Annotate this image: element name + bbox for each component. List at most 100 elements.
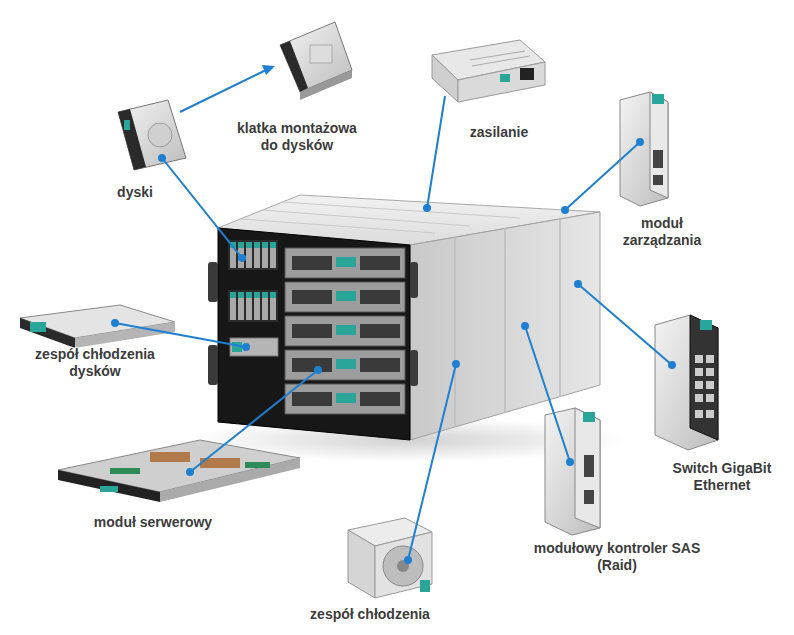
chassis-part-part — [246, 242, 252, 248]
switch-module-part-part — [706, 381, 714, 389]
part-label: moduł serwerowy — [73, 514, 233, 531]
chassis-part-part — [285, 384, 405, 414]
leader-lines-part — [427, 96, 445, 208]
leader-lines-part — [562, 207, 568, 213]
chassis-part — [240, 202, 520, 233]
switch-module-part-part — [695, 394, 703, 402]
sas-controller-part — [584, 455, 594, 477]
chassis-part — [230, 242, 276, 320]
management-module-part — [653, 150, 663, 168]
sas-controller-part — [583, 412, 595, 422]
cooling-unit-part — [348, 530, 375, 598]
chassis-part-part — [228, 290, 278, 322]
leader-lines-part — [239, 255, 245, 261]
switch-module-part — [655, 315, 718, 450]
chassis-part-part — [262, 292, 268, 320]
chassis-part-part — [336, 291, 356, 301]
cooling-unit-part — [375, 532, 432, 598]
disk-cooling-unit-part — [75, 322, 175, 348]
cooling-unit-part — [383, 546, 423, 586]
chassis-part-part — [292, 358, 332, 372]
leader-lines-part — [405, 557, 411, 563]
chassis-part-part — [559, 219, 561, 397]
leader-lines-part — [575, 281, 581, 287]
hard-disk-part — [118, 100, 186, 170]
leader-lines-part — [424, 205, 430, 211]
disk-cooling-unit-part — [20, 318, 75, 348]
switch-module-part-part — [695, 410, 703, 418]
chassis-part-part — [238, 242, 244, 248]
server-module-part-part — [110, 468, 140, 474]
sas-controller-part — [575, 408, 600, 528]
server-module-part — [150, 452, 240, 468]
chassis-part-part — [270, 292, 276, 320]
management-module-part — [652, 94, 664, 104]
chassis-part-part — [336, 393, 356, 403]
chassis-part-part — [360, 324, 400, 338]
chassis-part-part — [336, 359, 356, 369]
server-module-part — [110, 462, 270, 474]
hard-disk — [118, 100, 186, 170]
management-module-part — [653, 175, 663, 185]
chassis-part-part — [254, 242, 260, 248]
switch-module — [655, 315, 718, 450]
leader-lines-part — [453, 361, 459, 367]
leader-lines-part — [187, 469, 193, 475]
leader-lines-part — [525, 326, 570, 462]
server-module-part-part — [150, 452, 190, 462]
hard-disk-part — [124, 120, 130, 130]
server-module-part — [100, 486, 118, 492]
chassis-part — [410, 350, 418, 386]
part-label: zespół chłodzenia dysków — [28, 346, 163, 380]
chassis-part — [455, 219, 560, 427]
power-supply-part — [500, 74, 510, 82]
management-module-part — [650, 92, 668, 198]
chassis-part-part — [270, 242, 276, 268]
chassis-part-part — [292, 256, 332, 270]
chassis-part — [410, 212, 600, 440]
chassis-part-part — [282, 202, 520, 218]
chassis-part-part — [254, 292, 260, 298]
chassis-part-part — [262, 292, 268, 298]
power-supply-part — [520, 68, 534, 80]
chassis-part-part — [238, 292, 244, 320]
chassis-part-part — [285, 316, 405, 346]
switch-module-part — [690, 315, 718, 440]
chassis-part-part — [246, 292, 252, 298]
chassis-part — [292, 256, 400, 406]
server-module-part-part — [245, 462, 270, 468]
disk-cooling-unit — [20, 305, 175, 348]
leader-lines-part — [578, 284, 672, 365]
chassis-part-part — [228, 240, 278, 270]
leader-lines-part — [262, 65, 275, 75]
switch-module-part-part — [706, 355, 714, 363]
chassis-part — [410, 262, 418, 298]
chassis-part-part — [292, 324, 332, 338]
leader-lines-part — [115, 323, 246, 347]
chassis-part — [228, 240, 278, 322]
leader-lines-part — [159, 155, 165, 161]
part-label: zasilanie — [444, 124, 554, 141]
switch-module-part — [700, 320, 712, 330]
chassis-part-part — [360, 290, 400, 304]
part-label: modułowy kontroler SAS (Raid) — [525, 540, 710, 574]
server-module — [58, 440, 300, 502]
leader-lines-part — [565, 142, 640, 210]
switch-module-part-part — [706, 394, 714, 402]
switch-module-part-part — [695, 355, 703, 363]
cooling-unit — [348, 518, 432, 598]
leader-lines-part — [180, 70, 266, 112]
leader-lines-part — [522, 323, 528, 329]
chassis-part-part — [292, 290, 332, 304]
hard-disk-part — [118, 109, 146, 170]
chassis-part — [285, 248, 405, 414]
switch-module-part — [695, 355, 714, 418]
leader-lines-part — [669, 362, 675, 368]
chassis-part-part — [254, 242, 260, 268]
leader-lines-part — [408, 364, 456, 560]
sas-controller-part — [584, 490, 594, 504]
leader-lines-part — [243, 344, 249, 350]
chassis-part-part — [262, 242, 268, 268]
